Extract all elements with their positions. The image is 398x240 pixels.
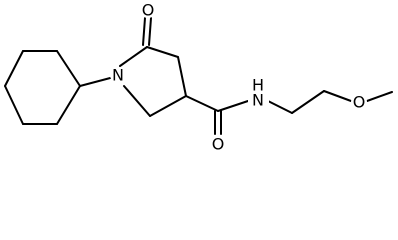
bond	[323, 90, 352, 102]
atom-label: O	[212, 135, 225, 154]
bond	[56, 50, 81, 87]
bond-double	[142, 17, 146, 46]
bond	[56, 85, 81, 125]
cyclohexyl-ring	[4, 50, 81, 125]
molecule-structure-diagram: N O H N O O	[4, 1, 393, 154]
atom-o-amide: O	[210, 135, 226, 154]
atom-o-ether: O	[351, 93, 367, 112]
bond	[291, 90, 325, 114]
bond	[4, 85, 24, 125]
bond	[217, 100, 249, 112]
atom-nh-amide: H N	[248, 76, 269, 110]
atom-label-h: H	[252, 76, 264, 95]
bond	[177, 56, 187, 97]
atom-label-n: N	[252, 91, 264, 110]
bond	[267, 100, 293, 114]
atom-n-ring: N	[110, 66, 126, 85]
atom-label: N	[112, 66, 124, 85]
bond	[79, 76, 115, 87]
bond	[366, 91, 393, 102]
pyrrolidinone-ring	[119, 46, 187, 117]
atom-o-ring-carbonyl: O	[140, 1, 156, 20]
bond	[4, 50, 24, 87]
atom-label: O	[142, 1, 155, 20]
bond-double	[148, 17, 152, 46]
bond	[185, 95, 219, 112]
bond	[149, 95, 187, 117]
bond	[119, 46, 148, 67]
atom-label: O	[353, 93, 366, 112]
bond	[123, 85, 151, 117]
bond	[146, 46, 179, 58]
